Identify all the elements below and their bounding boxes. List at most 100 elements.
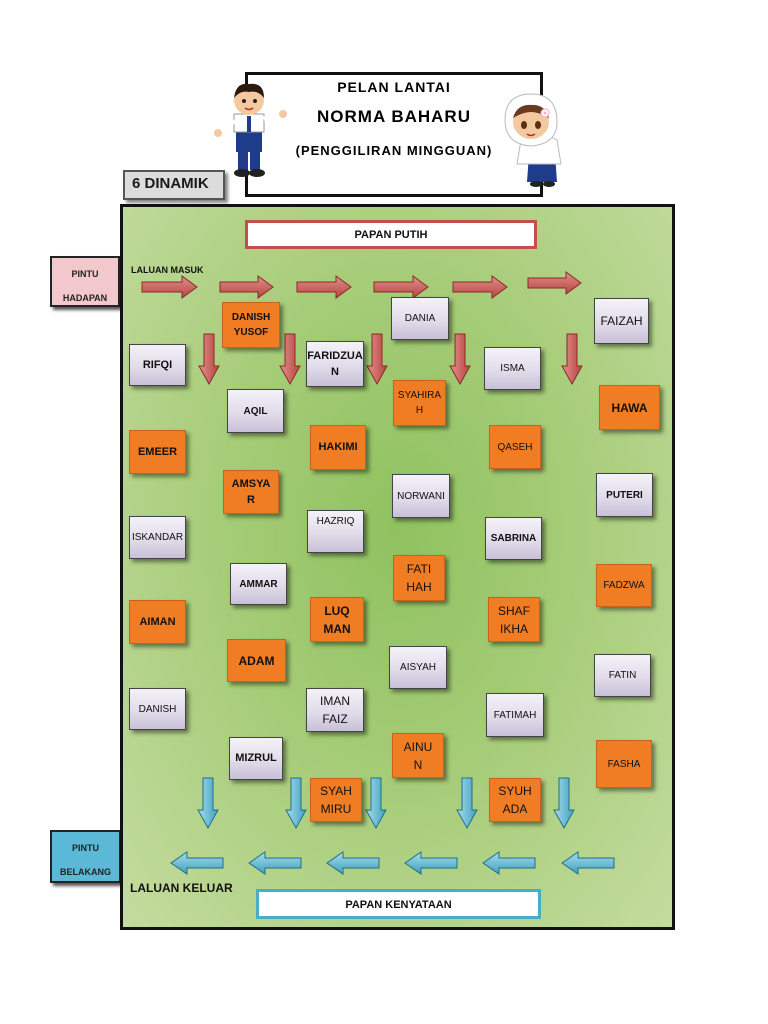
seat-name-line: H — [415, 405, 424, 416]
seat-fatimah: FATIMAH — [486, 693, 544, 737]
seat-name-line: N — [413, 757, 423, 772]
exit-down-arrow-icon — [365, 777, 387, 830]
seat-name-line: ADA — [502, 802, 528, 816]
notice-board: PAPAN KENYATAAN — [256, 889, 541, 919]
seat-name-line: FAIZAH — [600, 314, 643, 328]
seat-emeer: EMEER — [129, 430, 186, 474]
entry-right-arrow-icon — [452, 275, 508, 299]
entry-down-arrow-icon — [198, 333, 220, 386]
seat-name-line: HAH — [406, 580, 432, 594]
seat-syahirah: SYAHIRA H — [393, 380, 446, 426]
exit-down-arrow-icon — [285, 777, 307, 830]
exit-left-arrow-icon — [404, 851, 458, 875]
back-door-label-2: BELAKANG — [60, 867, 111, 877]
front-door-label-1: PINTU — [71, 269, 99, 279]
seat-norwani: NORWANI — [392, 474, 450, 518]
seat-hakimi: HAKIMI — [310, 425, 366, 470]
seat-name-line: MIZRUL — [235, 752, 277, 765]
title-box: PELAN LANTAI NORMA BAHARU (PENGGILIRAN M… — [245, 72, 543, 197]
seat-name-line: DANISH — [231, 312, 271, 323]
seat-name-line: N — [331, 366, 339, 378]
exit-down-arrow-icon — [456, 777, 478, 830]
seat-name-line: AISYAH — [400, 662, 436, 673]
seat-faizah: FAIZAH — [594, 298, 649, 344]
seat-ainun: AINU N — [392, 733, 444, 778]
entry-right-arrow-icon — [219, 275, 274, 299]
seat-name-line: DANISH — [138, 703, 177, 715]
seat-name-line: R — [247, 494, 255, 506]
seat-name-line: RIFQI — [142, 358, 173, 371]
seat-name-line: YUSOF — [233, 327, 269, 338]
seat-name-line: FADZWA — [603, 580, 645, 591]
seat-name-line: AINU — [403, 739, 433, 754]
seat-name-line: ISMA — [500, 363, 525, 374]
seat-dania: DANIA — [391, 297, 449, 340]
entry-right-arrow-icon — [296, 275, 352, 299]
seat-name-line: FATIN — [608, 670, 637, 681]
title-line-1: PELAN LANTAI — [337, 79, 451, 95]
exit-left-arrow-icon — [326, 851, 380, 875]
seat-danish-yusof: DANISH YUSOF — [222, 302, 280, 348]
seat-name-line: ISKANDAR — [131, 532, 184, 543]
seat-aiman: AIMAN — [129, 600, 186, 644]
seat-shafikha: SHAF IKHA — [488, 597, 540, 642]
entry-down-arrow-icon — [561, 333, 583, 386]
seat-name-line: LUQ — [324, 603, 350, 618]
seat-fadzwa: FADZWA — [596, 564, 652, 607]
seat-name-line: QASEH — [497, 441, 533, 453]
whiteboard: PAPAN PUTIH — [245, 220, 537, 249]
seat-puteri: PUTERI — [596, 473, 653, 517]
seat-name-line: SYUH — [498, 784, 532, 798]
seat-ammar: AMMAR — [230, 563, 287, 605]
exit-down-arrow-icon — [553, 777, 575, 830]
seat-name-line: MIRU — [320, 802, 352, 816]
exit-left-arrow-icon — [170, 851, 224, 875]
seat-name-line: SHAF — [497, 603, 530, 618]
seat-name-line: MAN — [323, 621, 351, 636]
seat-aqil: AQIL — [227, 389, 284, 433]
seat-name-line: NORWANI — [397, 490, 445, 502]
seat-amsyar: AMSYA R — [223, 470, 279, 514]
seat-iskandar: ISKANDAR — [129, 516, 186, 559]
seat-name-line: HAWA — [611, 400, 648, 415]
seat-hawa: HAWA — [599, 385, 660, 430]
seat-name-line: FAIZ — [322, 712, 348, 726]
seat-name-line: AMSYA — [231, 477, 271, 490]
title-line-2: NORMA BAHARU — [317, 107, 471, 126]
class-label: 6 DINAMIK — [123, 170, 225, 200]
seat-name-line: HAKIMI — [318, 441, 358, 454]
seat-name-line: IKHA — [499, 621, 528, 636]
entry-right-arrow-icon — [141, 275, 198, 299]
entry-right-arrow-icon — [373, 275, 429, 299]
girl-student-illustration — [504, 93, 562, 187]
seat-name-line: FATIMAH — [493, 709, 537, 721]
seat-name-line: SABRINA — [490, 533, 537, 544]
seat-name-line: PUTERI — [606, 489, 643, 501]
back-door-label-1: PINTU — [72, 843, 99, 853]
seat-aisyah: AISYAH — [389, 646, 447, 689]
seat-name-line: SYAHIRA — [397, 390, 442, 401]
seat-rifqi: RIFQI — [129, 344, 186, 386]
seat-name-line: AMMAR — [239, 578, 278, 590]
seat-iman-faiz: IMAN FAIZ — [306, 688, 364, 732]
seat-mizrul: MIZRUL — [229, 737, 283, 780]
seat-name-line: FARIDZUA — [307, 349, 363, 362]
entry-down-arrow-icon — [449, 333, 471, 386]
seat-syuhada: SYUH ADA — [489, 778, 541, 822]
seat-luqman: LUQ MAN — [310, 597, 364, 642]
seat-name-line: ADAM — [238, 653, 275, 668]
seat-fatin: FATIN — [594, 654, 651, 697]
front-door-label-2: HADAPAN — [62, 293, 108, 303]
seat-faridzuan: FARIDZUA N — [306, 341, 364, 387]
entry-path-label: LALUAN MASUK — [131, 265, 204, 275]
entry-right-arrow-icon — [527, 271, 582, 295]
seat-name-line: IMAN — [320, 694, 350, 708]
back-door: PINTU BELAKANG — [50, 830, 121, 883]
seat-fasha: FASHA — [596, 740, 652, 788]
seat-hazriq: HAZRIQ — [307, 510, 364, 553]
seat-adam: ADAM — [227, 639, 286, 682]
exit-down-arrow-icon — [197, 777, 219, 830]
